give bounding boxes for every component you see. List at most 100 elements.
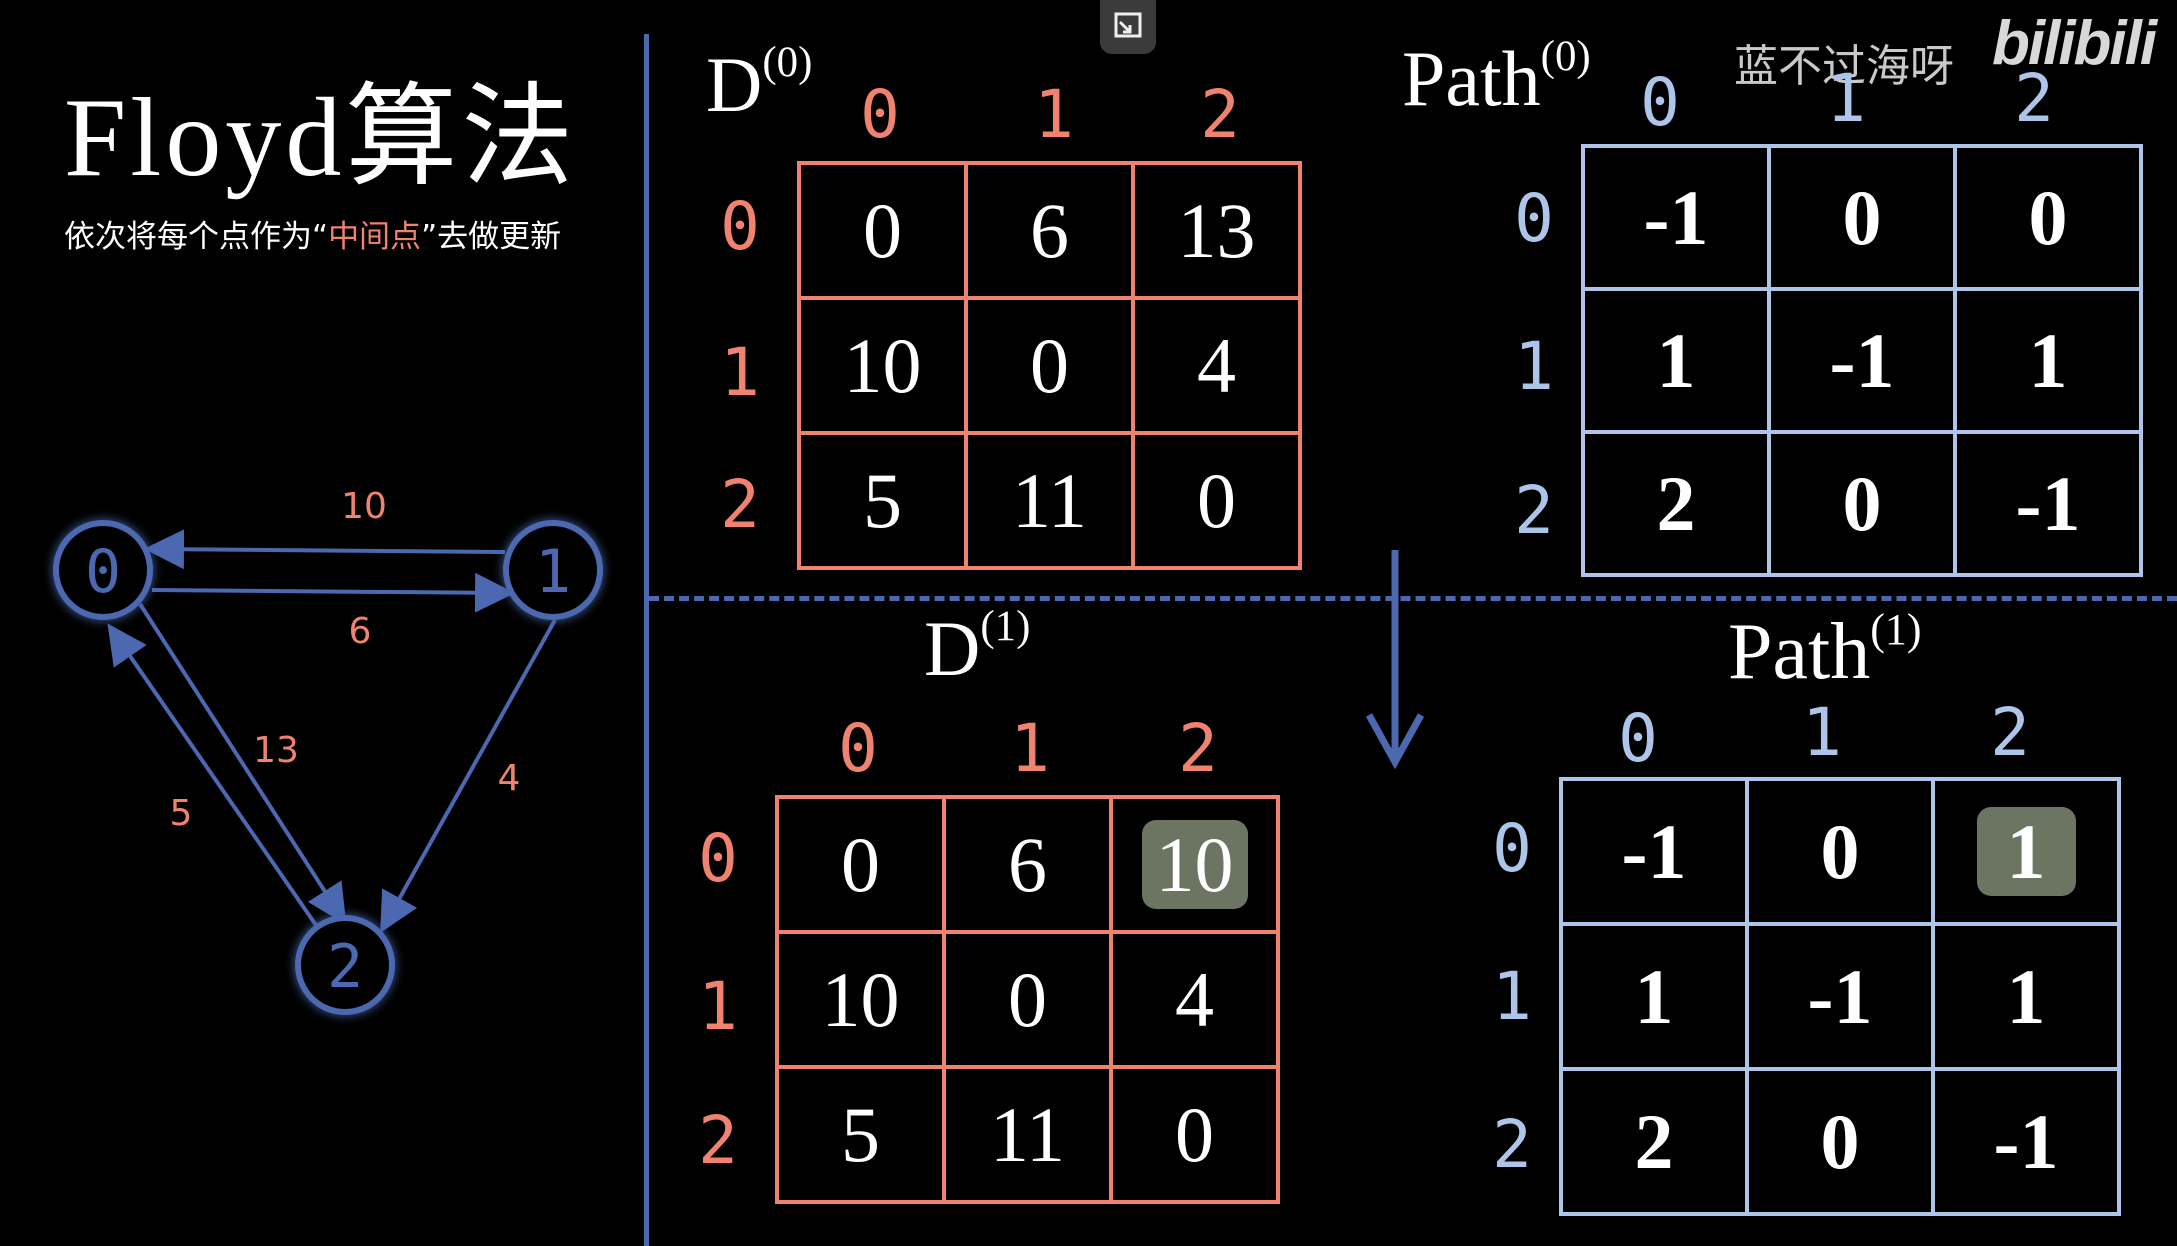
p0-col-2: 2 bbox=[2014, 60, 2054, 137]
d1-highlight-box: 10 bbox=[1141, 819, 1248, 910]
node-0-label: 0 bbox=[85, 537, 121, 607]
p0-row-1: 1 bbox=[1514, 328, 1554, 405]
p1-label-sup: (1) bbox=[1870, 605, 1922, 654]
weight-0-1: 6 bbox=[349, 611, 372, 652]
node-2 bbox=[295, 915, 395, 1015]
edge-0-to-2 bbox=[138, 602, 347, 925]
p0-label-sup: (0) bbox=[1540, 33, 1591, 80]
p1-cell-highlighted: 1 bbox=[1931, 777, 2121, 926]
p1-cell: -1 bbox=[1745, 922, 1935, 1071]
p0-cell: 2 bbox=[1581, 430, 1771, 577]
d0-label: D(0) bbox=[706, 41, 812, 124]
d0-cell: 0 bbox=[1131, 431, 1302, 570]
d0-label-text: D bbox=[706, 41, 763, 128]
p0-label: Path(0) bbox=[1402, 35, 1591, 118]
d0-cell: 0 bbox=[797, 161, 968, 300]
subtitle: 依次将每个点作为“中间点”去做更新 bbox=[64, 222, 561, 253]
d1-row-2: 2 bbox=[698, 1102, 738, 1179]
subtitle-after: ”去做更新 bbox=[421, 219, 562, 255]
collapse-icon[interactable] bbox=[1100, 0, 1156, 54]
d0-cell: 10 bbox=[797, 296, 968, 435]
d0-row-2: 2 bbox=[720, 466, 760, 543]
p1-cell: -1 bbox=[1559, 777, 1749, 926]
d1-cell: 11 bbox=[942, 1065, 1113, 1204]
p1-row-2: 2 bbox=[1492, 1106, 1532, 1183]
p0-cell: -1 bbox=[1767, 287, 1957, 434]
d1-cell: 4 bbox=[1109, 930, 1280, 1069]
p0-row-2: 2 bbox=[1514, 472, 1554, 549]
d1-label: D(1) bbox=[924, 605, 1030, 688]
p0-cell: -1 bbox=[1581, 144, 1771, 291]
d0-row-1: 1 bbox=[720, 334, 760, 411]
p1-label: Path(1) bbox=[1728, 608, 1922, 693]
d1-col-2: 2 bbox=[1178, 710, 1218, 787]
d1-cell-highlighted: 10 bbox=[1109, 795, 1280, 934]
d1-label-sup: (1) bbox=[980, 603, 1031, 650]
d0-col-2: 2 bbox=[1200, 76, 1240, 153]
page-title: Floyd算法 bbox=[64, 76, 578, 200]
d1-cell: 0 bbox=[942, 930, 1113, 1069]
p1-cell: 2 bbox=[1559, 1067, 1749, 1216]
subtitle-before: 依次将每个点作为“ bbox=[64, 219, 329, 255]
d1-row-1: 1 bbox=[698, 968, 738, 1045]
d1-cell: 0 bbox=[1109, 1065, 1280, 1204]
p0-cell: -1 bbox=[1953, 430, 2143, 577]
p1-col-0: 0 bbox=[1618, 700, 1658, 777]
d0-cell: 6 bbox=[964, 161, 1135, 300]
d0-cell: 13 bbox=[1131, 161, 1302, 300]
d0-cell: 4 bbox=[1131, 296, 1302, 435]
node-1-label: 1 bbox=[535, 537, 571, 607]
p1-col-1: 1 bbox=[1802, 694, 1842, 771]
p0-cell: 0 bbox=[1767, 144, 1957, 291]
d0-cell: 5 bbox=[797, 431, 968, 570]
d0-cell: 11 bbox=[964, 431, 1135, 570]
p1-row-1: 1 bbox=[1492, 958, 1532, 1035]
d1-row-0: 0 bbox=[698, 820, 738, 897]
down-arrow-icon bbox=[1365, 550, 1425, 770]
p1-col-2: 2 bbox=[1990, 694, 2030, 771]
d0-row-0: 0 bbox=[720, 188, 760, 265]
horizontal-dashed-divider bbox=[649, 596, 2177, 601]
graph-diagram: 10 6 13 5 4 0 1 2 bbox=[53, 486, 603, 1015]
p0-cell: 0 bbox=[1953, 144, 2143, 291]
p0-row-0: 0 bbox=[1514, 180, 1554, 257]
d1-cell: 6 bbox=[942, 795, 1113, 934]
vertical-divider bbox=[644, 34, 649, 1246]
d1-col-1: 1 bbox=[1010, 710, 1050, 787]
p1-row-0: 0 bbox=[1492, 810, 1532, 887]
d0-cell: 0 bbox=[964, 296, 1135, 435]
p1-label-text: Path bbox=[1728, 608, 1871, 696]
bilibili-logo: bilibili bbox=[1992, 9, 2157, 78]
p0-cell: 1 bbox=[1953, 287, 2143, 434]
d1-col-0: 0 bbox=[838, 710, 878, 787]
p0-cell: 1 bbox=[1581, 287, 1771, 434]
d0-label-sup: (0) bbox=[762, 39, 813, 86]
d0-col-0: 0 bbox=[860, 76, 900, 153]
p1-cell: 1 bbox=[1931, 922, 2121, 1071]
p1-cell: 1 bbox=[1559, 922, 1749, 1071]
p0-col-0: 0 bbox=[1640, 64, 1680, 141]
p1-cell: -1 bbox=[1931, 1067, 2121, 1216]
p0-col-1: 1 bbox=[1826, 60, 1866, 137]
d0-col-1: 1 bbox=[1034, 76, 1074, 153]
p1-highlight-box: 1 bbox=[1976, 806, 2076, 897]
edge-1-to-2 bbox=[380, 619, 557, 933]
edge-1-to-0 bbox=[144, 529, 506, 570]
p1-cell: 0 bbox=[1745, 777, 1935, 926]
node-0 bbox=[53, 520, 153, 620]
weight-0-2: 13 bbox=[253, 730, 299, 771]
d1-cell: 10 bbox=[775, 930, 946, 1069]
p1-cell: 0 bbox=[1745, 1067, 1935, 1216]
weight-2-0: 5 bbox=[170, 793, 193, 834]
d1-label-text: D bbox=[924, 605, 981, 692]
watermark-author: 蓝不过海呀 bbox=[1734, 41, 1954, 92]
node-1 bbox=[503, 520, 603, 620]
p0-cell: 0 bbox=[1767, 430, 1957, 577]
weight-1-2: 4 bbox=[498, 758, 521, 799]
d1-cell: 5 bbox=[775, 1065, 946, 1204]
node-2-label: 2 bbox=[327, 932, 363, 1002]
